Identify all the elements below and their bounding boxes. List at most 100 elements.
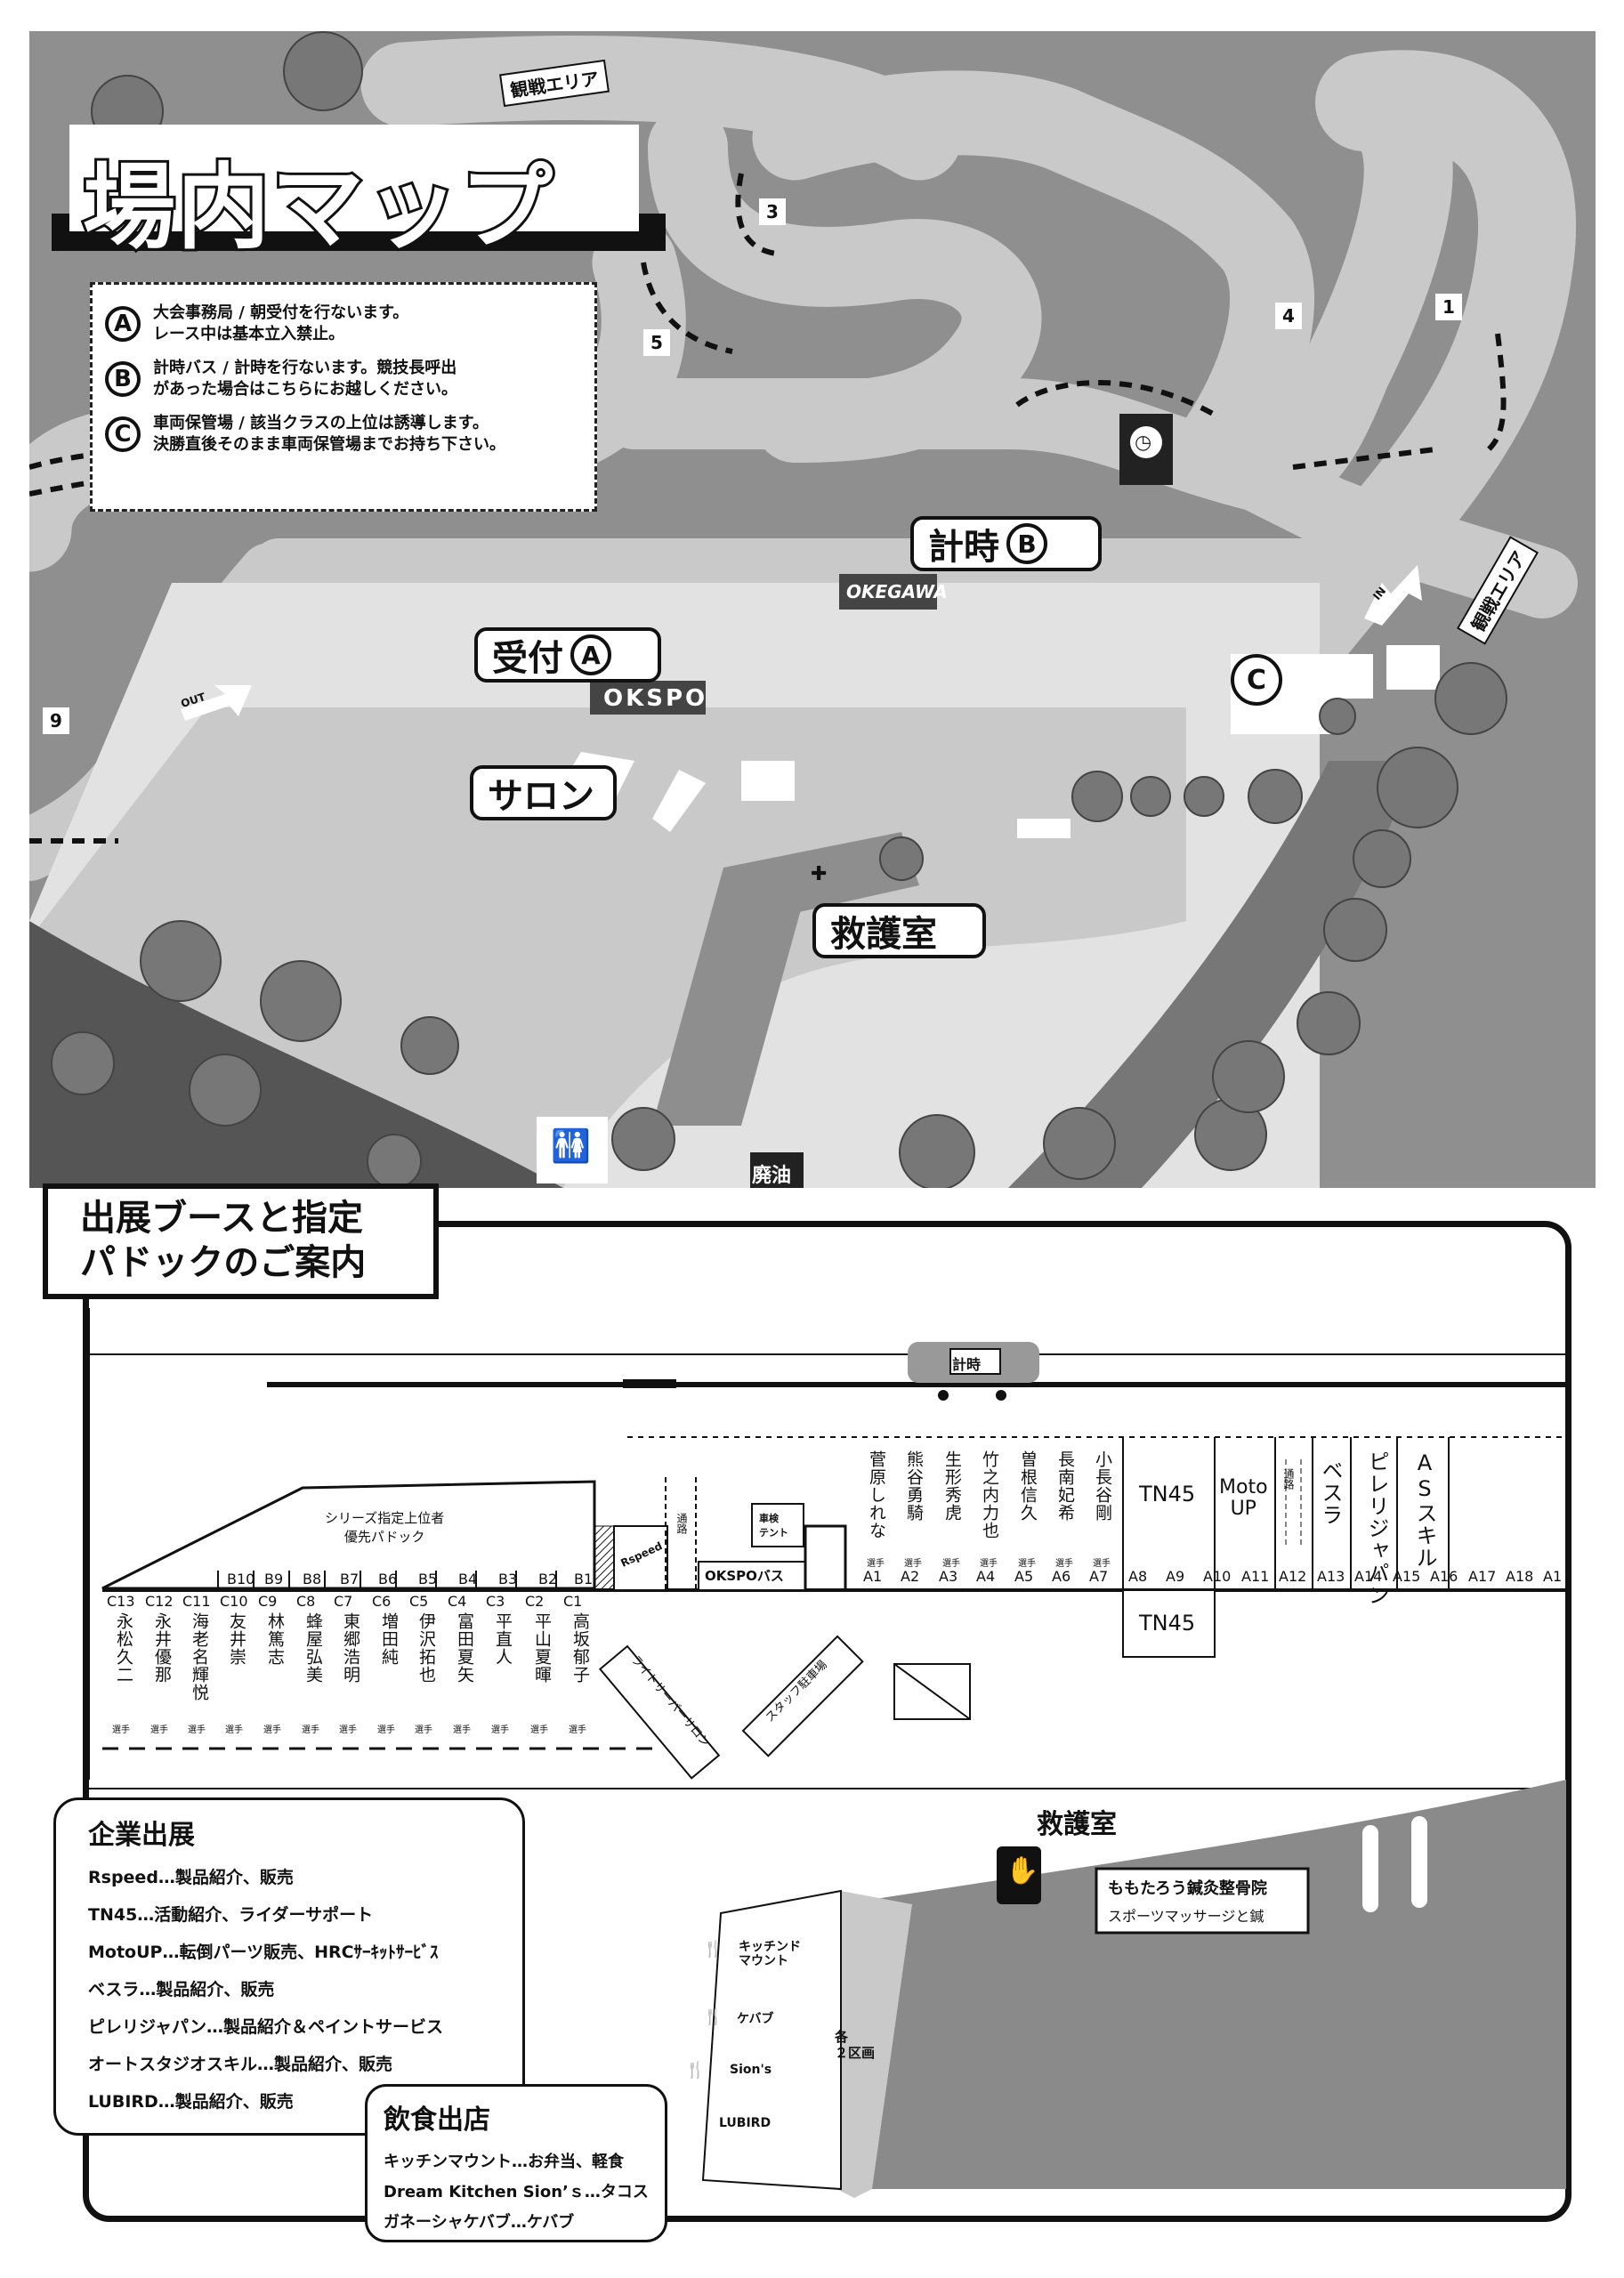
map-title-text-fill: 場内マップ bbox=[83, 153, 555, 262]
food-item: Dream Kitchen Sion’ｓ…タコス bbox=[384, 2183, 649, 2201]
tn45-lower-booth: TN45 bbox=[1139, 1611, 1196, 1636]
a-slot-code: A1 bbox=[1543, 1568, 1563, 1585]
a-slot-code: A4 bbox=[976, 1568, 996, 1585]
legend-text-a: 大会事務局 / 朝受付を行ないます。 レース中は基本立入禁止。 bbox=[153, 303, 409, 343]
timing-callout: 計時 B bbox=[910, 516, 1102, 571]
player-tag: 選手 bbox=[339, 1725, 357, 1735]
c-slot-code: C11 bbox=[182, 1593, 211, 1610]
a-slot-rider: 熊谷勇騎 bbox=[904, 1450, 924, 1522]
player-tag: 選手 bbox=[263, 1725, 281, 1735]
c-slot-rider: 平直人 bbox=[493, 1612, 513, 1666]
exhibitor-list: 企業出展 Rspeed…製品紹介、販売 TN45…活動紹介、ライダーサポート M… bbox=[53, 1797, 525, 2136]
legend-row-b: B 計時バス / 計時を行ないます。競技長呼出 があった場合はこちらにお越しくだ… bbox=[105, 358, 582, 400]
c-slot-code: C6 bbox=[372, 1593, 392, 1610]
salon-label: サロン bbox=[488, 776, 594, 817]
okegawa-bus-label: OKEGAWA bbox=[846, 581, 948, 602]
food-stall-sions: Sion's bbox=[730, 2063, 772, 2077]
b-slot-b10: B10 bbox=[227, 1571, 255, 1587]
exhibitor-item: MotoUP…転倒パーツ販売、HRCｻｰｷｯﾄｻｰﾋﾞｽ bbox=[88, 1943, 439, 1962]
a-slot-rider: 小長谷剛 bbox=[1093, 1450, 1112, 1522]
okspo-label: OKSPO bbox=[603, 685, 708, 712]
food-item: キッチンマウント…お弁当、軽食 bbox=[384, 2153, 624, 2171]
player-tag: 選手 bbox=[112, 1725, 130, 1735]
c-slot-rider: 富田夏矢 bbox=[455, 1612, 474, 1684]
b-slot-b3: B3 bbox=[498, 1571, 518, 1587]
b-slot-b6: B6 bbox=[378, 1571, 398, 1587]
a-slot-rider: 長南妃希 bbox=[1055, 1450, 1075, 1522]
a-slot-rider: 生形秀虎 bbox=[942, 1450, 962, 1522]
player-tag: 選手 bbox=[377, 1725, 395, 1735]
legend-text-b: 計時バス / 計時を行ないます。競技長呼出 があった場合はこちらにお越しください… bbox=[153, 359, 457, 399]
reception-callout: 受付 A bbox=[474, 627, 661, 683]
a-slot-code: A9 bbox=[1166, 1568, 1185, 1585]
venue-map: 場内マップ 場内マップ 観戦エリア 観戦エリア A 大会事務局 / 朝受付を行な… bbox=[29, 31, 1596, 1188]
salon-callout: サロン bbox=[470, 765, 617, 820]
player-tag: 選手 bbox=[188, 1725, 206, 1735]
c-slot-code: C8 bbox=[296, 1593, 316, 1610]
food-stall-kitchen: キッチンド マウント bbox=[739, 1940, 801, 1968]
first-aid-icon: ✚ bbox=[811, 863, 828, 885]
c-slot-rider: 伊沢拓也 bbox=[416, 1612, 436, 1684]
a-slot-code: A7 bbox=[1089, 1568, 1109, 1585]
legend-key-b: B bbox=[105, 361, 141, 397]
a-slot-code: A10 bbox=[1203, 1568, 1232, 1585]
exhibitor-title: 企業出展 bbox=[88, 1820, 195, 1851]
clinic-name: ももたろう鍼灸整骨院 bbox=[1108, 1879, 1267, 1898]
a-slot-code: A13 bbox=[1317, 1568, 1345, 1585]
two-spaces-note: 各 ２区画 bbox=[835, 2029, 876, 2061]
food-stall-kebab: ケバブ bbox=[737, 2012, 774, 2026]
guide-title: 出展ブースと指定 パドックのご案内 bbox=[43, 1183, 439, 1299]
map-legend: A 大会事務局 / 朝受付を行ないます。 レース中は基本立入禁止。 B 計時バス… bbox=[90, 282, 597, 512]
player-tag: 選手 bbox=[150, 1725, 168, 1735]
c-slot-code: C4 bbox=[448, 1593, 467, 1610]
c-slot-rider: 東郷浩明 bbox=[341, 1612, 360, 1684]
c-slot-rider: 友井崇 bbox=[227, 1612, 246, 1666]
c-slot-rider: 蜂屋弘美 bbox=[303, 1612, 323, 1684]
legend-row-c: C 車両保管場 / 該当クラスの上位は誘導します。 決勝直後そのまま車両保管場ま… bbox=[105, 413, 582, 456]
player-tag: 選手 bbox=[453, 1725, 471, 1735]
corner-3: 3 bbox=[759, 198, 786, 225]
timing-label: 計時 bbox=[928, 527, 999, 568]
a-slot-code: A6 bbox=[1052, 1568, 1071, 1585]
player-tag: 選手 bbox=[980, 1559, 998, 1569]
c-slot-code: C2 bbox=[525, 1593, 545, 1610]
fork-icon: 🍴 bbox=[703, 1940, 723, 1959]
player-tag: 選手 bbox=[569, 1725, 586, 1735]
a-slot-code: A18 bbox=[1506, 1568, 1534, 1585]
reception-label: 受付 bbox=[492, 638, 563, 679]
corner-5: 5 bbox=[643, 329, 670, 356]
b-slot-b9: B9 bbox=[264, 1571, 284, 1587]
a-slot-code: A12 bbox=[1279, 1568, 1307, 1585]
corner-4: 4 bbox=[1275, 303, 1302, 329]
c-slot-code: C12 bbox=[145, 1593, 174, 1610]
c-slot-rider: 平山夏暉 bbox=[532, 1612, 552, 1684]
a-slot-code: A8 bbox=[1128, 1568, 1148, 1585]
c-slot-code: C1 bbox=[563, 1593, 583, 1610]
b-slot-b7: B7 bbox=[340, 1571, 360, 1587]
a-slot-code: A16 bbox=[1430, 1568, 1458, 1585]
c-slot-code: C3 bbox=[486, 1593, 505, 1610]
timing-bus-label: 計時 bbox=[952, 1356, 982, 1373]
a-slot-rider: 菅原しれな bbox=[867, 1450, 886, 1539]
parc-ferme-key: C bbox=[1231, 654, 1282, 706]
fork-icon: 🍴 bbox=[703, 2007, 723, 2026]
a-slot-code: A11 bbox=[1241, 1568, 1270, 1585]
player-tag: 選手 bbox=[904, 1559, 922, 1569]
food-item: ガネーシャケバブ…ケバブ bbox=[384, 2213, 575, 2232]
pirelli-booth: ピレリジャパン bbox=[1364, 1450, 1389, 1606]
exhibitor-item: TN45…活動紹介、ライダーサポート bbox=[88, 1905, 374, 1925]
map-title: 場内マップ 場内マップ bbox=[52, 125, 675, 267]
player-tag: 選手 bbox=[1093, 1559, 1111, 1569]
okspo-bus-label: OKSPOバス bbox=[705, 1568, 784, 1584]
a-slot-rider: 竹之内力也 bbox=[980, 1450, 999, 1539]
player-tag: 選手 bbox=[225, 1725, 243, 1735]
venue-map-drawing bbox=[29, 31, 1596, 1188]
player-tag: 選手 bbox=[491, 1725, 509, 1735]
b-slot-b8: B8 bbox=[303, 1571, 322, 1587]
b-slot-b2: B2 bbox=[538, 1571, 558, 1587]
a-slot-code: A15 bbox=[1393, 1568, 1421, 1585]
clock-icon: ◷ bbox=[1135, 432, 1152, 454]
a-slot-code: A1 bbox=[863, 1568, 883, 1585]
exhibitor-item: Rspeed…製品紹介、販売 bbox=[88, 1868, 294, 1887]
